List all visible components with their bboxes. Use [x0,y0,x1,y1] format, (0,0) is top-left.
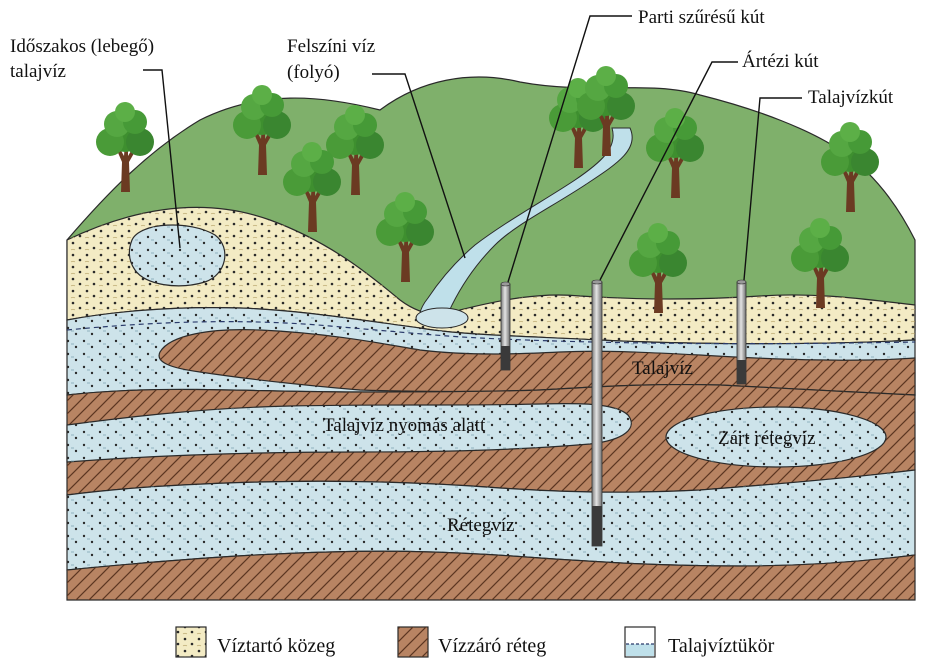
legend-item-water-table: Talajvíztükör [625,627,775,657]
perched-water-label-line1: Időszakos (lebegő) [10,36,154,57]
surface-water-label-line1: Felszíni víz [287,36,375,57]
pressurized-groundwater-label: Talajvíz nyomás alatt [323,415,486,436]
legend-label-aquitard: Vízzáró réteg [438,635,546,657]
groundwater-well-label: Talajvízkút [808,87,894,108]
bank-filtered-well-label: Parti szűrésű kút [638,7,765,28]
artesian-well-label: Ártézi kút [742,50,819,72]
river-pool [416,308,468,328]
legend-item-aquifer: Víztartó közeg [176,627,335,657]
perched-water-label-line2: talajvíz [10,61,66,82]
surface-water-label-line2: (folyó) [287,62,340,83]
groundwater-well [737,280,746,384]
stratum-water-label: Rétegvíz [447,515,515,536]
legend-label-water-table: Talajvíztükör [668,635,775,657]
legend-item-aquitard: Vízzáró réteg [398,627,546,657]
confined-water-label: Zárt rétegvíz [718,428,816,449]
legend-label-aquifer: Víztartó közeg [217,635,335,657]
legend: Víztartó közeg Vízzáró réteg Talajvíztük… [176,627,775,657]
artesian-well [592,280,602,546]
bank-filtered-well [501,282,510,370]
groundwater-label: Talajvíz [632,358,693,379]
